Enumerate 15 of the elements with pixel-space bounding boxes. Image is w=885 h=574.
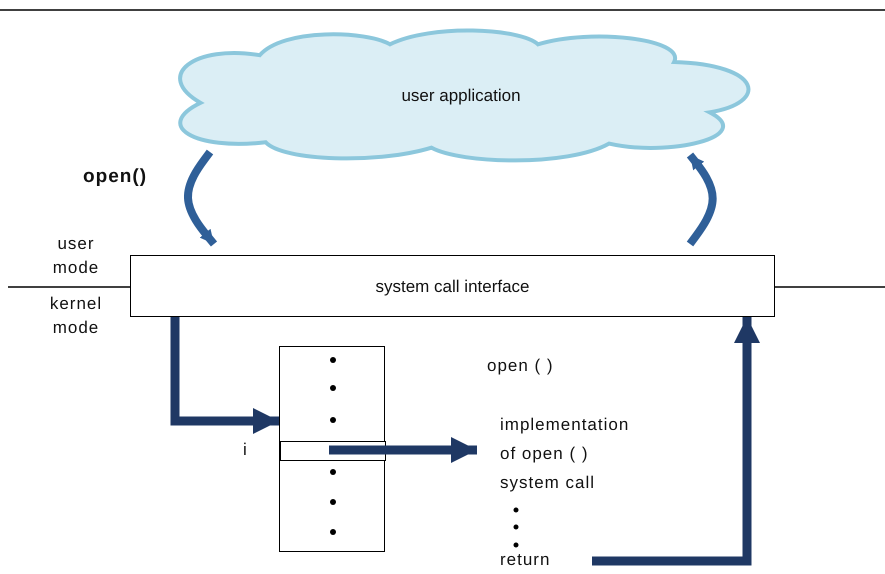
- function-label: open(): [83, 166, 148, 188]
- code-text: return: [500, 549, 552, 571]
- arrow: [170, 317, 279, 434]
- mode-label: user mode: [52, 233, 100, 279]
- node-label: system call interface: [374, 277, 530, 297]
- code-text: implementation of open ( ) system call: [500, 414, 630, 494]
- code-text: open ( ): [487, 356, 554, 376]
- arrow: [329, 437, 477, 463]
- arrow: [592, 317, 760, 566]
- arrow: [184, 150, 218, 247]
- mode-label: kernel mode: [48, 293, 104, 339]
- index-label: i: [243, 440, 247, 460]
- node-label: user application: [400, 86, 522, 106]
- arrow: [686, 152, 717, 246]
- process-box: [130, 255, 775, 317]
